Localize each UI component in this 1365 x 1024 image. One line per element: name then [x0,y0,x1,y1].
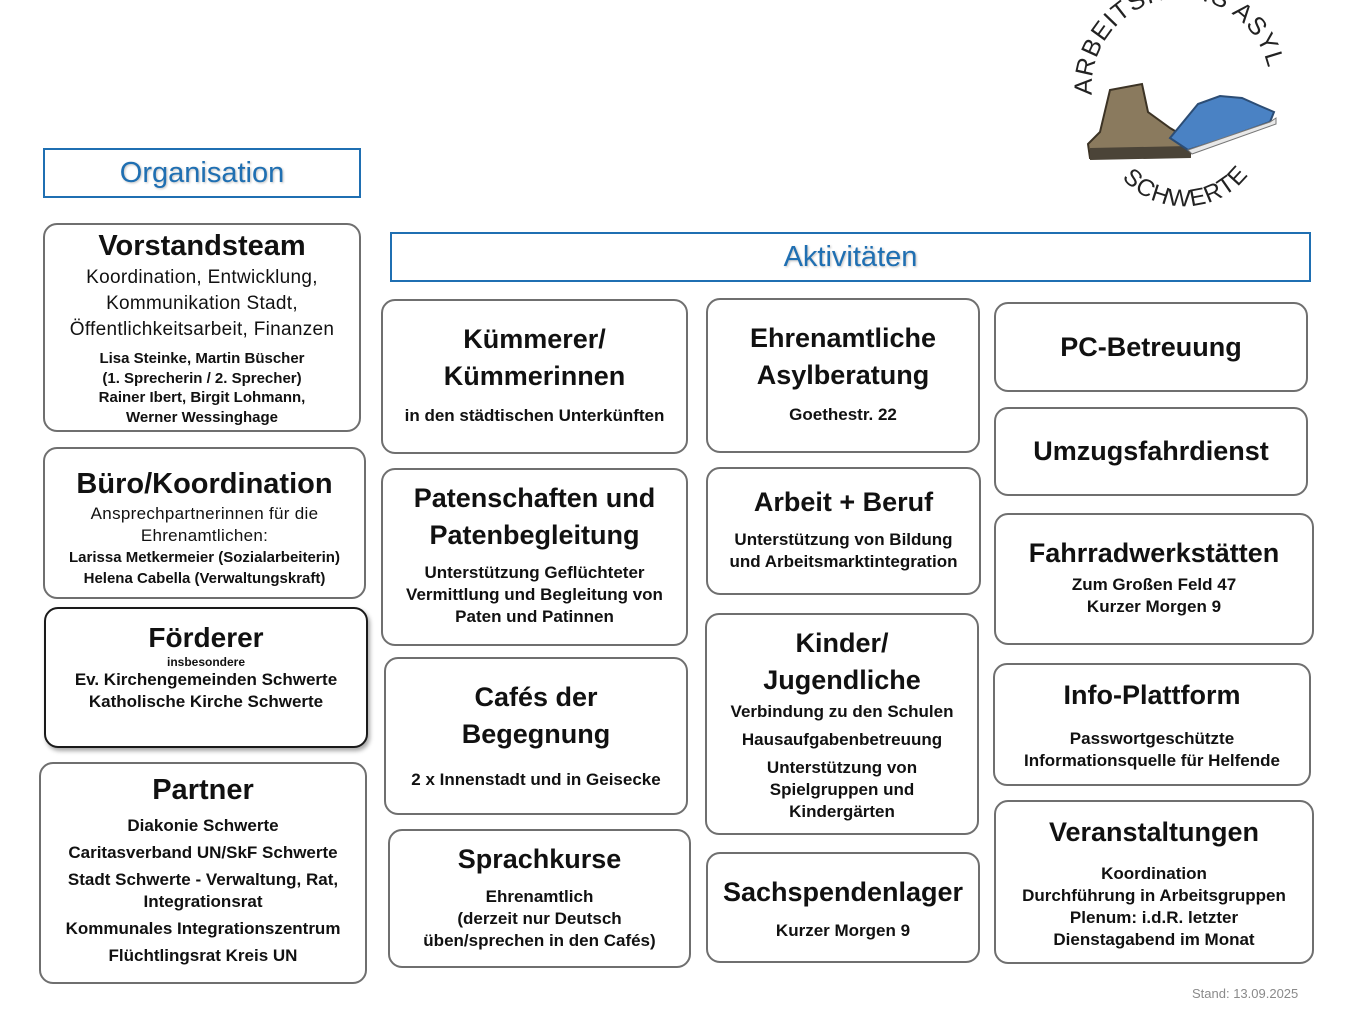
arbeit-title: Arbeit + Beruf [753,487,934,517]
sachspenden-title: Sachspendenlager [722,877,964,907]
sneaker-icon [1168,94,1277,155]
patenschaften-title-2: Patenbegleitung [429,520,640,550]
vorstand-box: Vorstandsteam Koordination, Entwicklung,… [43,223,361,432]
kuemmerer-title-2: Kümmerinnen [443,361,626,391]
asylberatung-sub: Goethestr. 22 [789,405,897,424]
buero-box: Büro/Koordination Ansprechpartnerinnen f… [43,447,366,599]
partner-item-5: Kommunales Integrationszentrum [65,919,341,938]
sachspenden-sub: Kurzer Morgen 9 [775,921,911,940]
buero-title: Büro/Koordination [76,468,333,500]
kinder-title-2: Jugendliche [763,665,921,695]
kinder-last-3: Kindergärten [789,802,895,821]
fahrrad-sub-2: Kurzer Morgen 9 [1086,597,1222,616]
foerderer-item-2: Katholische Kirche Schwerte [88,692,324,711]
partner-box: Partner Diakonie Schwerte Caritasverband… [39,762,367,984]
sprachkurse-box: Sprachkurse Ehrenamtlich (derzeit nur De… [388,829,691,968]
fahrrad-sub-1: Zum Großen Feld 47 [1071,575,1237,594]
aktivitaeten-header: Aktivitäten [390,232,1311,282]
kinder-box: Kinder/ Jugendliche Verbindung zu den Sc… [705,613,979,835]
asylberatung-box: Ehrenamtliche Asylberatung Goethestr. 22 [706,298,980,453]
arbeit-sub-2: und Arbeitsmarktintegration [729,552,958,571]
cafes-box: Cafés der Begegnung 2 x Innenstadt und i… [384,657,688,815]
veranstaltungen-title: Veranstaltungen [1048,817,1260,847]
info-title: Info-Plattform [1063,680,1241,710]
vorstand-desc-2: Kommunikation Stadt, [106,293,298,314]
vorstand-names-4: Werner Wessinghage [126,408,278,426]
patenschaften-sub-3: Paten und Patinnen [455,607,614,626]
kinder-last-1: Unterstützung von [766,758,918,777]
foerderer-item-1: Ev. Kirchengemeinden Schwerte [74,670,338,689]
patenschaften-sub-2: Vermittlung und Begleitung von [406,585,663,604]
vorstand-title: Vorstandsteam [98,230,306,262]
foerderer-box: Förderer insbesondere Ev. Kirchengemeind… [44,607,368,748]
fahrrad-box: Fahrradwerkstätten Zum Großen Feld 47 Ku… [994,513,1314,645]
sachspenden-box: Sachspendenlager Kurzer Morgen 9 [706,852,980,963]
kuemmerer-title-1: Kümmerer/ [463,324,606,354]
kinder-title-1: Kinder/ [795,628,889,658]
vorstand-desc-1: Koordination, Entwicklung, [86,267,318,288]
kinder-last-2: Spielgruppen und [769,780,915,799]
svg-text:SCHWERTE: SCHWERTE [1117,160,1253,212]
sprachkurse-sub-3: üben/sprechen in den Cafés) [423,931,656,950]
fahrrad-title: Fahrradwerkstätten [1028,538,1280,568]
patenschaften-title-1: Patenschaften und [413,483,656,513]
kinder-item-1: Verbindung zu den Schulen [730,702,954,721]
partner-item-6: Flüchtlingsrat Kreis UN [108,946,298,965]
veranstaltungen-sub-1: Koordination [1101,864,1207,883]
svg-text:ARBEITSKREIS ASYL: ARBEITSKREIS ASYL [1070,0,1290,95]
vorstand-desc-3: Öffentlichkeitsarbeit, Finanzen [69,319,335,340]
patenschaften-sub-1: Unterstützung Geflüchteter [424,563,645,582]
partner-item-3: Stadt Schwerte - Verwaltung, Rat, [67,870,339,889]
pc-box: PC-Betreuung [994,302,1308,392]
partner-item-2: Caritasverband UN/SkF Schwerte [68,843,338,862]
aktivitaeten-header-label: Aktivitäten [783,240,918,273]
partner-title: Partner [152,774,254,806]
sprachkurse-sub-1: Ehrenamtlich [485,887,594,906]
buero-names-1: Larissa Metkermeier (Sozialarbeiterin) [69,549,340,566]
info-box: Info-Plattform Passwortgeschützte Inform… [993,663,1311,786]
logo-top-text: ARBEITSKREIS ASYL [1070,0,1289,95]
sprachkurse-sub-2: (derzeit nur Deutsch [457,909,622,928]
partner-item-4: Integrationsrat [143,892,263,911]
partner-item-1: Diakonie Schwerte [127,816,279,835]
buero-names-2: Helena Cabella (Verwaltungskraft) [83,570,326,587]
stand-date: Stand: 13.09.2025 [1192,986,1299,1001]
sprachkurse-title: Sprachkurse [457,844,622,874]
vorstand-names-2: (1. Sprecherin / 2. Sprecher) [102,369,302,387]
logo: ARBEITSKREIS ASYL SCHWERTE [1070,0,1290,215]
veranstaltungen-box: Veranstaltungen Koordination Durchführun… [994,800,1314,964]
info-sub-2: Informationsquelle für Helfende [1024,751,1280,770]
info-sub-1: Passwortgeschützte [1069,729,1235,748]
veranstaltungen-sub-4: Dienstagabend im Monat [1053,930,1255,949]
kuemmerer-sub: in den städtischen Unterkünften [404,406,665,425]
boot-icon [1086,82,1191,160]
logo-graphic: ARBEITSKREIS ASYL SCHWERTE [1070,0,1290,213]
foerderer-note: insbesondere [166,655,246,669]
veranstaltungen-sub-3: Plenum: i.d.R. letzter [1069,908,1239,927]
umzug-box: Umzugsfahrdienst [994,407,1308,496]
veranstaltungen-sub-2: Durchführung in Arbeitsgruppen [1022,886,1286,905]
arbeit-box: Arbeit + Beruf Unterstützung von Bildung… [706,467,981,595]
asylberatung-title-2: Asylberatung [756,360,930,390]
vorstand-names-1: Lisa Steinke, Martin Büscher [99,350,305,367]
kinder-item-2: Hausaufgabenbetreuung [741,730,943,749]
patenschaften-box: Patenschaften und Patenbegleitung Unters… [381,468,688,646]
arbeit-sub-1: Unterstützung von Bildung [734,530,953,549]
asylberatung-title-1: Ehrenamtliche [749,323,937,353]
cafes-title-1: Cafés der [474,682,598,712]
buero-desc-2: Ehrenamtlichen: [140,526,269,545]
buero-desc-1: Ansprechpartnerinnen für die [90,504,319,523]
pc-title: PC-Betreuung [1060,331,1242,362]
umzug-title: Umzugsfahrdienst [1033,436,1269,466]
cafes-sub: 2 x Innenstadt und in Geisecke [411,770,661,789]
cafes-title-2: Begegnung [461,719,611,749]
kuemmerer-box: Kümmerer/ Kümmerinnen in den städtischen… [381,299,688,454]
foerderer-title: Förderer [148,622,264,653]
organisation-header: Organisation [43,148,361,198]
vorstand-names-3: Rainer Ibert, Birgit Lohmann, [98,389,306,406]
organisation-header-label: Organisation [119,156,285,189]
logo-bottom-text: SCHWERTE [1117,160,1252,212]
